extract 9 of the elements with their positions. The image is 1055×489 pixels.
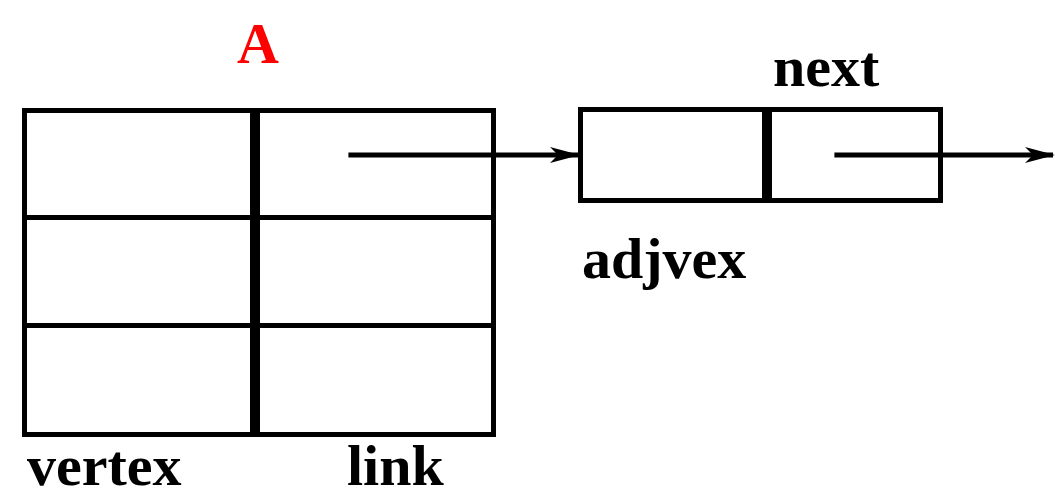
field-label: adjvex [582,230,747,288]
table-title: A [237,15,279,73]
pointer-arrow [834,147,1055,163]
column-label: link [347,437,444,489]
table-cell [578,107,772,203]
pointer-arrow [348,147,580,163]
field-label: next [773,38,880,96]
column-label: vertex [27,437,182,489]
table-cell [762,107,943,203]
